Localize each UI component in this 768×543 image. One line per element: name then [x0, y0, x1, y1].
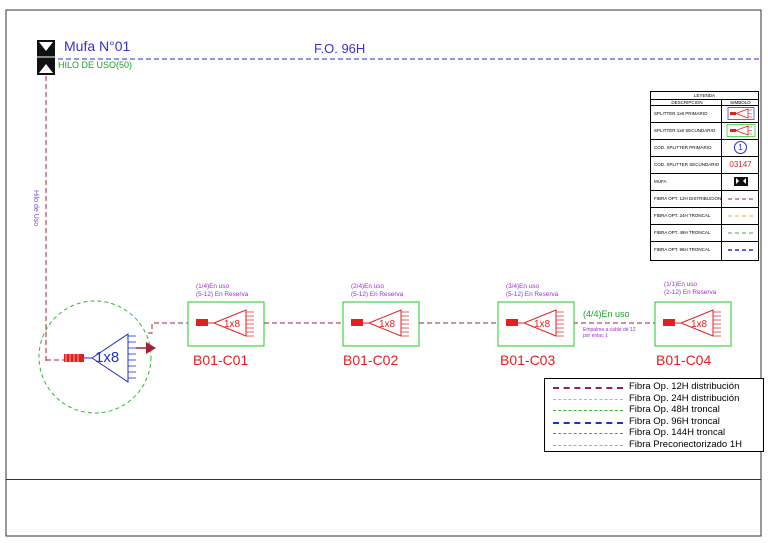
- splitter-c04-name: B01-C04: [656, 352, 712, 368]
- legend-small-col-sym: SIMBOLO: [730, 100, 751, 105]
- primary-splitter-icon: [64, 333, 156, 383]
- legend-small-row-desc: COD. SPLITTER PRIMARIO: [654, 145, 712, 150]
- splitter-c04-status-used: (1/1)En uso: [664, 281, 698, 288]
- distribution-line-start: [148, 322, 196, 334]
- legend-main-line: [553, 421, 623, 424]
- legend-small-row-symbol: [723, 106, 758, 121]
- splitter-c01-name: B01-C01: [193, 352, 249, 368]
- legend-small-row-desc: SPLITTER 1x8 SECUNDARIO: [654, 128, 716, 133]
- legend-small: LEYENDA DESCRIPCION SIMBOLO SPLITTER 1x8…: [650, 91, 759, 261]
- link-note: Empalme a cable de 12 por enlac 1: [583, 327, 636, 339]
- splitter-c03-status-used: (3/4)En uso: [506, 283, 540, 290]
- title-block-band: [6, 479, 761, 537]
- legend-main-label: Fibra Op. 96H troncal: [629, 415, 720, 427]
- legend-small-row-symbol: 1: [723, 140, 758, 155]
- link-note-line2: por enlac 1: [583, 333, 608, 339]
- drawing-border: [5, 9, 762, 537]
- splitter-box-b01-c04: 1x8: [654, 301, 732, 347]
- splitter-c02-status: (2/4)En uso (5-12) En Reserva: [351, 283, 403, 299]
- mufa-icon: [37, 40, 55, 75]
- splitter-c02-status-reserve: (5-12) En Reserva: [351, 291, 404, 298]
- legend-main-line: [553, 387, 623, 389]
- link-usage-label: (4/4)En uso: [583, 309, 630, 319]
- splitter-c02-status-used: (2/4)En uso: [351, 283, 385, 290]
- legend-small-row-symbol: [723, 225, 758, 240]
- legend-main-line: [553, 398, 623, 400]
- mufa-title: Mufa N°01: [64, 38, 131, 54]
- legend-small-row-desc: FIBRA OPT. 12H DISTRIBUCION: [654, 196, 722, 201]
- splitter-ratio-b01-c02: 1x8: [379, 319, 396, 330]
- splitter-c03-status-reserve: (5-12) En Reserva: [506, 291, 559, 298]
- splitter-c01-status: (1/4)En uso (5-12) En Reserva: [196, 283, 248, 299]
- legend-small-title: LEYENDA: [693, 93, 715, 98]
- link-note-line1: Empalme a cable de 12: [583, 327, 636, 333]
- legend-small-row-desc: FIBRA OPT. 96H TRONCAL: [654, 247, 711, 252]
- fiber-trunk-label: F.O. 96H: [314, 41, 366, 56]
- splitter-ratio-b01-c04: 1x8: [691, 319, 708, 330]
- legend-small-row-desc: FIBRA OPT. 24H TRONCAL: [654, 213, 711, 218]
- splitter-box-b01-c01: 1x8: [187, 301, 265, 347]
- primary-splitter-zone: [38, 300, 152, 414]
- splitter-ratio-b01-c01: 1x8: [224, 319, 241, 330]
- legend-small-row-symbol: [723, 191, 758, 206]
- legend-small-row-symbol: [723, 242, 758, 257]
- splitter-c04-status: (1/1)En uso (2-12) En Reserva: [664, 281, 716, 297]
- legend-small-row-desc: SPLITTER 1x8 PRIMARIO: [654, 111, 708, 116]
- legend-small-row-symbol: [723, 123, 758, 138]
- legend-main-label: Fibra Op. 144H troncal: [629, 427, 726, 438]
- splitter-c03-status: (3/4)En uso (5-12) En Reserva: [506, 283, 558, 299]
- mufa-subtitle: HILO DE USO(50): [58, 60, 133, 70]
- legend-main-label: Fibra Op. 12H distribución: [629, 381, 740, 392]
- legend-small-col-desc: DESCRIPCION: [671, 100, 703, 105]
- legend-main-label: Fibra Preconectorizado 1H: [629, 438, 742, 450]
- legend-small-row-symbol: [723, 208, 758, 223]
- vertical-line-label: Hilo de Uso: [32, 190, 39, 227]
- legend-small-row-desc: FIBRA OPT. 48H TRONCAL: [654, 230, 711, 235]
- primary-splitter-ratio: 1x8: [95, 349, 119, 366]
- legend-main-line: [553, 444, 623, 446]
- legend-main-line: [553, 410, 623, 411]
- legend-main-line: [553, 433, 623, 434]
- splitter-c03-name: B01-C03: [500, 352, 556, 368]
- splitter-c04-status-reserve: (2-12) En Reserva: [664, 289, 717, 296]
- legend-small-row-desc: MUFA: [654, 179, 667, 184]
- splitter-ratio-b01-c03: 1x8: [534, 319, 551, 330]
- legend-small-row-symbol: 03147: [729, 160, 752, 169]
- legend-main-label: Fibra Op. 24H distribución: [629, 392, 740, 404]
- legend-small-row-desc: COD. SPLITTER SECUNDARIO: [654, 162, 720, 167]
- splitter-box-b01-c02: 1x8: [342, 301, 420, 347]
- splitter-c02-name: B01-C02: [343, 352, 399, 368]
- legend-small-row-symbol: [723, 174, 758, 189]
- splitter-c01-status-reserve: (5-12) En Reserva: [196, 291, 249, 298]
- splitter-box-b01-c03: 1x8: [497, 301, 575, 347]
- legend-main-label: Fibra Op. 48H troncal: [629, 404, 720, 415]
- splitter-c01-status-used: (1/4)En uso: [196, 283, 230, 290]
